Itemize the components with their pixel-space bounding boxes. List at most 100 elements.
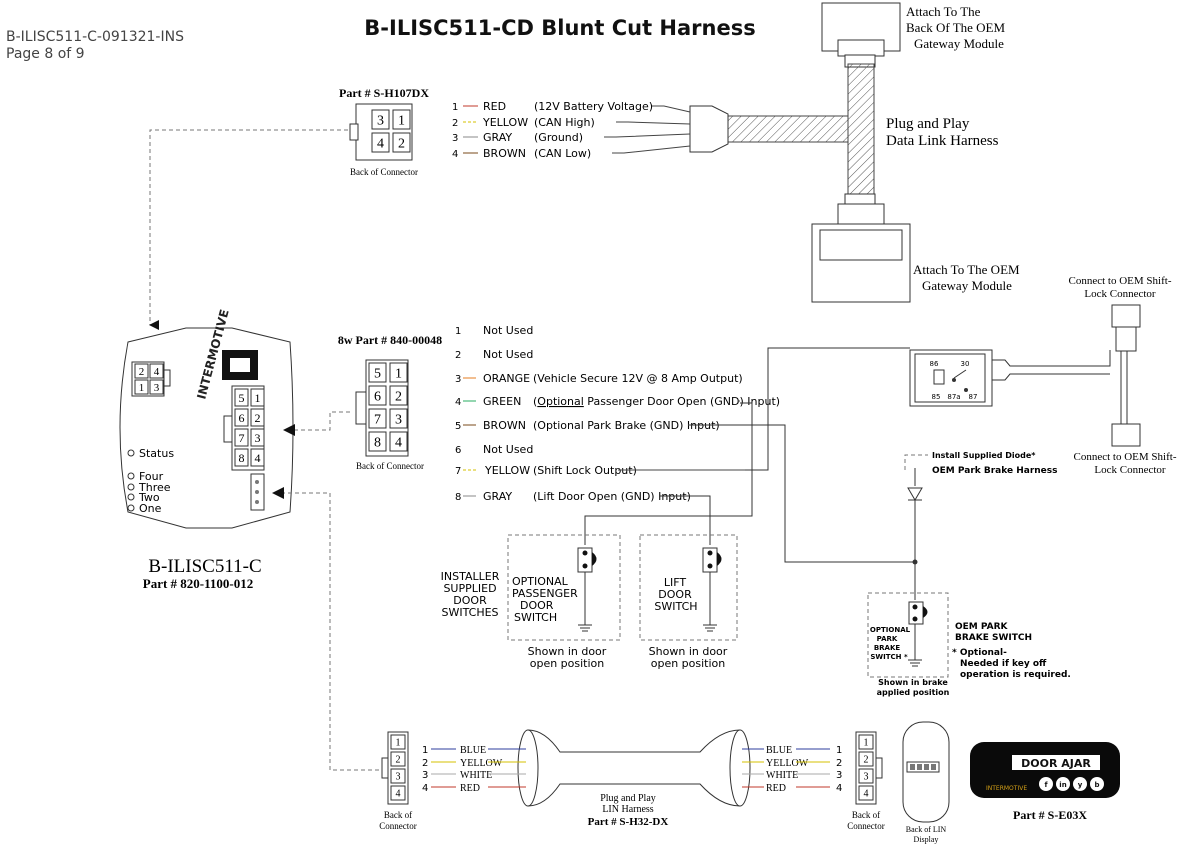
passenger-label-1: OPTIONAL	[512, 575, 569, 588]
lin-left-pin-label: 4	[396, 789, 401, 800]
lift-label-3: SWITCH	[654, 600, 697, 613]
yellow-route	[745, 347, 910, 471]
lin-left-wire-color: YELLOW	[460, 758, 503, 769]
installer-label-2: SUPPLIED	[443, 582, 496, 595]
c8w-wire-number: 8	[455, 492, 461, 503]
h107-wire-desc: (CAN Low)	[534, 147, 591, 160]
park-shown-2: applied position	[877, 688, 950, 697]
c8w-wire-desc: (Vehicle Secure 12V @ 8 Amp Output)	[533, 372, 743, 385]
lin-right-pin-box	[858, 768, 874, 784]
c8w-pin-label: 5	[374, 367, 381, 382]
attach-front-label-1: Attach To The OEM	[913, 262, 1020, 277]
c8w-wire-desc: (Lift Door Open (GND) Input)	[533, 490, 691, 503]
led-indicator-icon	[127, 449, 135, 457]
display-part: Part # S-E03X	[1013, 808, 1087, 822]
h107-pin-box	[371, 132, 390, 153]
oem-park-harness-label: OEM Park Brake Harness	[932, 466, 1058, 476]
display-button-icon[interactable]	[1090, 777, 1104, 791]
plug-play-label-1: Plug and Play	[886, 116, 970, 132]
lin-right-wire-number: 2	[836, 758, 842, 769]
module-big-pin-label: 6	[239, 411, 245, 425]
h107-wire-number: 1	[452, 102, 458, 113]
lin-back-right-1: Back of	[852, 810, 880, 820]
display-button-label: b	[1094, 781, 1099, 789]
display-button-icon[interactable]	[1073, 777, 1087, 791]
led-indicator-icon	[127, 472, 135, 480]
h107-pin-box	[392, 132, 411, 153]
h107-wire-color: BROWN	[483, 147, 526, 160]
relay-pin-label: 87a	[947, 393, 960, 401]
c8w-wire-color: YELLOW	[484, 464, 530, 477]
module-big-pin-box	[250, 448, 265, 467]
shift-bottom-label-2: Lock Connector	[1094, 464, 1166, 476]
display-button-icon[interactable]	[1056, 777, 1070, 791]
lin-left-pin-box	[390, 768, 406, 784]
module-small-pin-label: 3	[154, 382, 160, 394]
display-button-label: in	[1059, 781, 1066, 789]
green-route	[584, 402, 753, 545]
installer-label-1: INSTALLER	[441, 570, 500, 583]
h107-wire-number: 2	[452, 118, 458, 129]
module-big-pin-box	[250, 388, 265, 407]
park-shown-1: Shown in brake	[878, 678, 948, 687]
lin-right-wire-number: 1	[836, 745, 842, 756]
lin-left-pin-box	[390, 751, 406, 767]
c8w-pin-label: 4	[395, 436, 402, 451]
module-big-pin-label: 8	[239, 451, 245, 465]
lin-right-pin-box	[858, 785, 874, 801]
c8w-pin-box	[368, 362, 387, 383]
park-note-2: Needed if key off	[960, 659, 1047, 669]
relay-pin-label: 30	[961, 360, 970, 368]
h107-pin-box	[392, 109, 411, 130]
lin-harness-part: Part # S-H32-DX	[588, 816, 669, 828]
c8w-wire-desc: (Optional Park Brake (GND) Input)	[533, 419, 720, 432]
h107-wire-line	[652, 105, 691, 113]
h107-pin-label: 4	[377, 137, 384, 152]
c8w-pin-label: 3	[395, 413, 402, 428]
lift-switch-box	[639, 534, 738, 641]
h107-pin-box	[371, 109, 390, 130]
lin-left-wire-color: BLUE	[460, 745, 486, 756]
lin-right-wire-color: WHITE	[766, 770, 798, 781]
h107-part-label: Part # S-H107DX	[339, 86, 429, 100]
oem-park-switch-label-1: OEM PARK	[955, 622, 1009, 632]
module-big-pin-box	[234, 388, 249, 407]
led-label: Two	[138, 491, 160, 504]
c8w-pin-box	[389, 408, 408, 429]
module-small-pin-label: 4	[154, 366, 160, 378]
c8w-pin-label: 1	[395, 367, 402, 382]
lin-to-module-line	[280, 492, 386, 771]
h107-wire-line	[612, 145, 691, 154]
lin-display-label-1: Back of LIN	[906, 825, 947, 834]
relay-pin-label: 87	[969, 393, 978, 401]
c8w-wire-color: GREEN	[483, 395, 521, 408]
relay-pin-label: 85	[932, 393, 941, 401]
lin-right-pin-label: 4	[864, 789, 869, 800]
lin-right-pin-label: 1	[864, 738, 869, 749]
module-big-pin-label: 3	[255, 431, 261, 445]
lift-label-2: DOOR	[658, 588, 692, 601]
installer-label-4: SWITCHES	[441, 606, 498, 619]
c8w-pin-box	[368, 408, 387, 429]
shift-top-label-1: Connect to OEM Shift-	[1069, 275, 1172, 287]
c8w-wire-color: Not Used	[483, 324, 533, 337]
display-button-icon[interactable]	[1039, 777, 1053, 791]
lin-right-wire-color: RED	[766, 783, 786, 794]
attach-back-label-1: Attach To The	[906, 4, 981, 19]
c8w-pin-label: 8	[374, 436, 381, 451]
c8w-pin-box	[389, 431, 408, 452]
c8w-pin-box	[368, 431, 387, 452]
c8w-to-module-line	[290, 411, 350, 431]
c8w-wire-number: 7	[455, 466, 461, 477]
c8w-wire-color: ORANGE	[483, 372, 530, 385]
c8w-wire-desc-underlined: Optional	[537, 395, 584, 408]
h107-wire-line	[616, 121, 691, 125]
lin-display-label-2: Display	[914, 835, 939, 844]
park-note-1: * Optional-	[952, 648, 1007, 658]
door-switches-section: INSTALLER SUPPLIED DOOR SWITCHES OPTIONA…	[441, 534, 738, 670]
passenger-label-3: DOOR	[520, 599, 554, 612]
module-big-pin-label: 1	[255, 391, 261, 405]
